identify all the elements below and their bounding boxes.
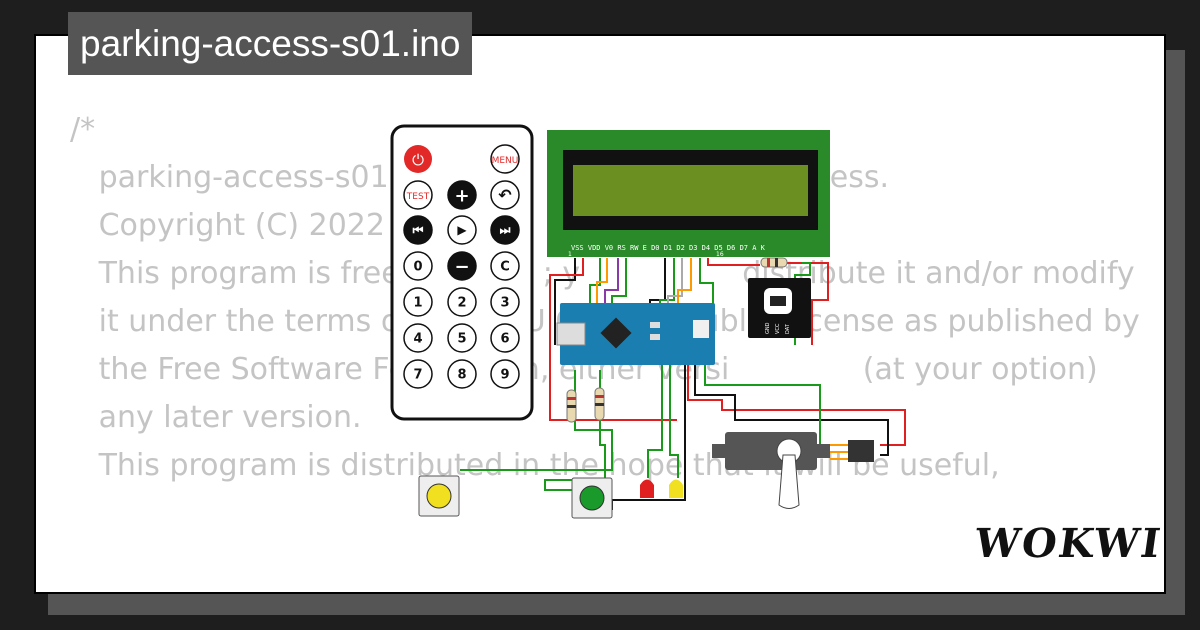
digit-5-button[interactable] [447,323,477,353]
digit-6-button-label: 6 [500,332,509,347]
digit-5-button-label: 5 [457,332,466,347]
green-pushbutton[interactable] [571,477,613,519]
digit-8-button[interactable] [447,359,477,389]
digit-8-button-label: 8 [457,368,466,383]
minus-button-label: − [454,256,469,277]
wokwi-logo: WOKWI [971,520,1166,567]
servo-motor [712,432,874,509]
minus-button[interactable] [447,251,477,281]
arduino-nano [556,303,715,365]
lcd-pin-labels: VSS VDD V0 RS RW E D0 D1 D2 D3 D4 D5 D6 … [571,244,766,252]
back-button[interactable] [490,180,520,210]
lcd-pin-first: 1 [568,251,572,258]
digit-7-button-label: 7 [413,368,422,383]
power-button[interactable] [404,145,432,173]
menu-label: MENU [492,156,519,166]
menu-button[interactable] [490,144,520,174]
resistors [566,257,788,423]
digit-9-button-label: 9 [500,368,509,383]
digit-4-button-label: 4 [413,332,422,347]
digit-3-button[interactable] [490,287,520,317]
digit-9-button[interactable] [490,359,520,389]
c-button[interactable] [490,251,520,281]
code-line: /* [70,112,96,147]
test-label: TEST [406,192,430,202]
plus-button[interactable] [447,180,477,210]
previous-button[interactable] [403,215,433,245]
sensor-pin-dat: DAT [785,323,791,334]
test-button[interactable] [403,180,433,210]
digit-4-button[interactable] [403,323,433,353]
plus-button-label: + [454,185,469,206]
digit-2-button-label: 2 [457,296,466,311]
digit-3-button-label: 3 [500,296,509,311]
digit-7-button[interactable] [403,359,433,389]
digit-1-button[interactable] [403,287,433,317]
digit-2-button[interactable] [447,287,477,317]
sensor-pin-gnd: GND [765,322,771,334]
lcd-pin-last: 16 [716,251,724,258]
digit-0-button[interactable] [403,251,433,281]
back-button-label: ↶ [498,186,512,205]
project-title: parking-access-s01.ino [68,12,473,75]
red-led [640,479,654,498]
ir-remote[interactable]: ⏻ MENU TEST + ↶ ⏮ ▶ ⏭ 0 − C 1 2 3 4 5 6 7 8 9 [390,124,534,421]
digit-0-button-label: 0 [413,260,422,275]
digit-6-button[interactable] [490,323,520,353]
code-line: This program is distributed in the hope … [70,448,1000,483]
play-button[interactable] [447,215,477,245]
previous-button-label: ⏮ [413,223,424,237]
play-button-label: ▶ [457,223,467,237]
c-button-label: C [500,260,510,275]
yellow-pushbutton[interactable] [418,475,460,517]
digit-1-button-label: 1 [413,296,422,311]
power-icon: ⏻ [412,151,424,169]
lcd-display: VSS VDD V0 RS RW E D0 D1 D2 D3 D4 D5 D6 … [547,130,830,258]
next-button-label: ⏭ [500,223,511,237]
code-line: any later version. [70,400,362,435]
ir-receiver-sensor: GND VCC DAT [748,278,811,338]
next-button[interactable] [490,215,520,245]
code-text: /* parking-access-s01 i p g access. Copy… [70,106,1140,490]
yellow-led [669,479,683,498]
sensor-pin-vcc: VCC [775,323,781,334]
